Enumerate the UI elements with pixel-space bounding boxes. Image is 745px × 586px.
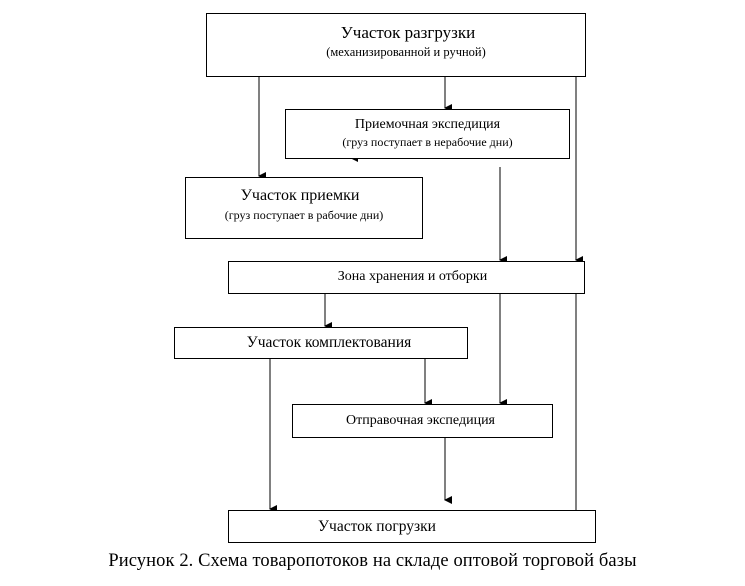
reception-expedition-title: Приемочная экспедиция	[354, 117, 501, 132]
acceptance-area-subtitle: (груз поступает в рабочие дни)	[224, 208, 384, 222]
picking-area-box: Участок комплектования	[174, 327, 468, 359]
picking-area-title: Участок комплектования	[246, 334, 412, 351]
loading-area-box: Участок погрузки	[228, 510, 596, 543]
storage-zone-box: Зона хранения и отборки	[228, 261, 585, 294]
loading-area-title: Участок погрузки	[318, 518, 436, 535]
unloading-area-title: Участок разгрузки	[340, 23, 476, 42]
unloading-area-box: Участок разгрузки (механизированной и ру…	[206, 13, 586, 77]
dispatch-expedition-box: Отправочная экспедиция	[292, 404, 553, 438]
acceptance-area-title: Участок приемки	[240, 187, 360, 204]
reception-expedition-subtitle: (груз поступает в нерабочие дни)	[342, 135, 513, 149]
acceptance-area-box: Участок приемки (груз поступает в рабочи…	[185, 177, 423, 239]
dispatch-expedition-title: Отправочная экспедиция	[345, 413, 495, 428]
figure-caption: Рисунок 2. Схема товаропотоков на складе…	[108, 551, 637, 571]
reception-expedition-box: Приемочная экспедиция (груз поступает в …	[285, 109, 570, 159]
unloading-area-subtitle: (механизированной и ручной)	[326, 45, 486, 59]
storage-zone-title: Зона хранения и отборки	[337, 269, 488, 284]
